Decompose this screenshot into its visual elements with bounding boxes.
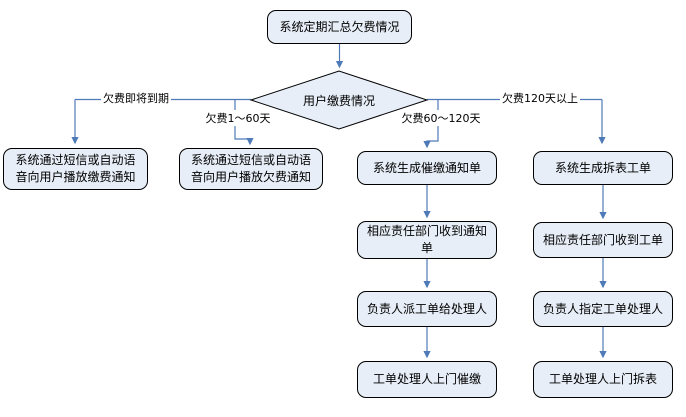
node-notify-arrears: 系统通过短信或自动语音向用户播放欠费通知 [179, 148, 323, 190]
node-start: 系统定期汇总欠费情况 [267, 10, 412, 44]
node-decision: 用户缴费情况 [302, 93, 375, 108]
node-assign-order-to-handler: 负责人派工单给处理人 [357, 291, 497, 327]
node-designate-order-handler: 负责人指定工单处理人 [533, 291, 673, 327]
node-dept-receive-notice: 相应责任部门收到通知单 [357, 221, 497, 259]
node-notify-payment: 系统通过短信或自动语音向用户播放缴费通知 [3, 148, 148, 190]
node-dept-receive-order: 相应责任部门收到工单 [533, 222, 673, 258]
edge-label-over-120-days: 欠费120天以上 [500, 90, 580, 106]
node-handler-visit-collect: 工单处理人上门催缴 [357, 361, 497, 398]
node-handler-visit-remove-meter: 工单处理人上门拆表 [533, 361, 673, 398]
node-generate-removal-order: 系统生成拆表工单 [533, 151, 673, 185]
edge-label-1-60-days: 欠费1～60天 [203, 110, 273, 126]
edge-label-60-120-days: 欠费60～120天 [399, 110, 483, 126]
edge-label-due-soon: 欠费即将到期 [101, 90, 171, 106]
decision-diamond-shape [249, 70, 429, 130]
node-generate-collection-notice: 系统生成催缴通知单 [357, 151, 497, 185]
